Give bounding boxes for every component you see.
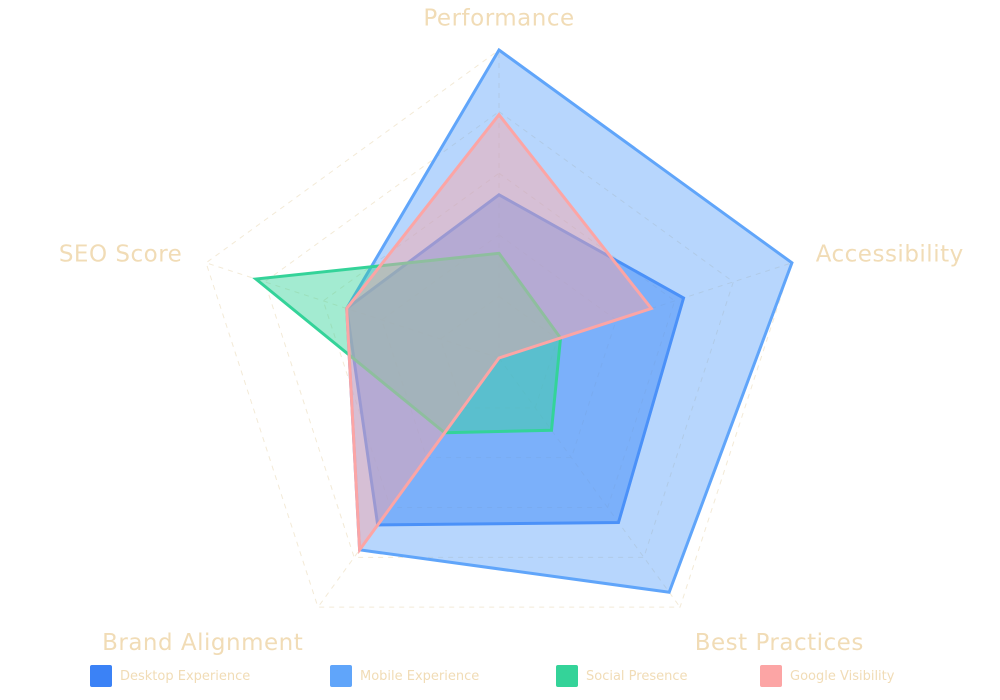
- axis-label: Accessibility: [816, 242, 964, 268]
- axis-label: Best Practices: [695, 630, 864, 656]
- legend-swatch: [760, 665, 782, 687]
- legend-label: Mobile Experience: [360, 668, 480, 684]
- series-polygon-2[interactable]: [252, 251, 563, 435]
- axis-label: Performance: [423, 6, 574, 32]
- series-polygon-0[interactable]: [345, 192, 686, 527]
- legend-item[interactable]: Mobile Experience: [330, 664, 479, 688]
- legend-item[interactable]: Google Visibility: [760, 664, 894, 688]
- legend: Desktop Experience Mobile Experience Socia…: [0, 664, 1000, 690]
- legend-swatch: [556, 665, 578, 687]
- axis-label: Brand Alignment: [102, 630, 303, 656]
- legend-item[interactable]: Desktop Experience: [90, 664, 250, 688]
- series-polygon-3[interactable]: [345, 112, 654, 555]
- legend-swatch: [330, 665, 352, 687]
- axis-label: SEO Score: [59, 242, 182, 268]
- legend-swatch: [90, 665, 112, 687]
- legend-label: Google Visibility: [790, 668, 895, 684]
- grid-ring: [264, 110, 734, 558]
- legend-label: Social Presence: [586, 668, 688, 684]
- legend-item[interactable]: Social Presence: [556, 664, 688, 688]
- series-layer: [252, 47, 794, 594]
- legend-label: Desktop Experience: [120, 668, 251, 684]
